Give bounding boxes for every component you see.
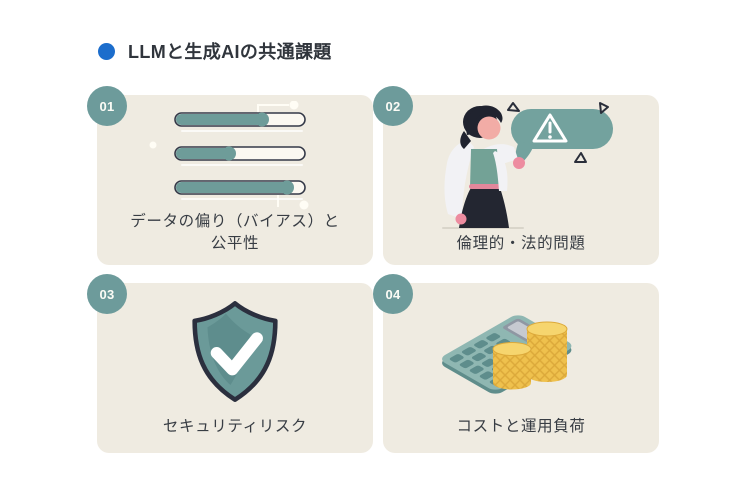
card-grid: 01 [87,86,659,453]
card-label: コストと運用負荷 [457,416,586,438]
calculator-icon [442,315,572,394]
card-label-line: 倫理的・法的問題 [456,235,586,252]
checkmark-icon [210,332,263,376]
card-label: 倫理的・法的問題 [457,233,586,255]
speech-bubble-icon [511,109,613,166]
calculator-coins-illustration [383,283,659,416]
card-ethics-legal: 02 [373,86,659,265]
person-warning-illustration [383,95,659,233]
card-label: データの偏り（バイアス）と 公平性 [130,211,340,256]
page-title: LLMと生成AIの共通課題 [128,42,332,62]
card-data-bias: 01 [87,86,373,265]
small-warning-icon [574,152,587,163]
person-figure [444,105,525,228]
small-warning-icon [507,102,520,112]
card-label-line: 公平性 [210,235,260,253]
page-header: LLMと生成AIの共通課題 [98,38,332,64]
card-number-badge: 02 [373,86,413,126]
card-number-badge: 01 [87,86,127,126]
warning-triangle-icon [532,113,568,143]
progress-bars-illustration [97,95,373,211]
card-number-badge: 04 [373,274,413,314]
person-warning-icon [442,102,613,229]
card-label: セキュリティリスク [163,416,307,438]
small-warning-icon [599,102,609,114]
card-security-risk: 03 セキュリティリスク [87,274,373,453]
card-cost-operations: 04 [373,274,659,453]
shield-illustration [97,283,373,416]
card-label-line: データの偏り（バイアス）と [130,213,340,230]
progress-bars-icon [149,101,309,210]
blue-bullet-icon [98,42,115,60]
shield-icon [192,301,278,403]
card-number-badge: 03 [87,274,127,314]
coins-icon [492,321,568,390]
card-label-line: セキュリティリスク [162,417,308,435]
card-label-line: コストと運用負荷 [456,417,586,435]
